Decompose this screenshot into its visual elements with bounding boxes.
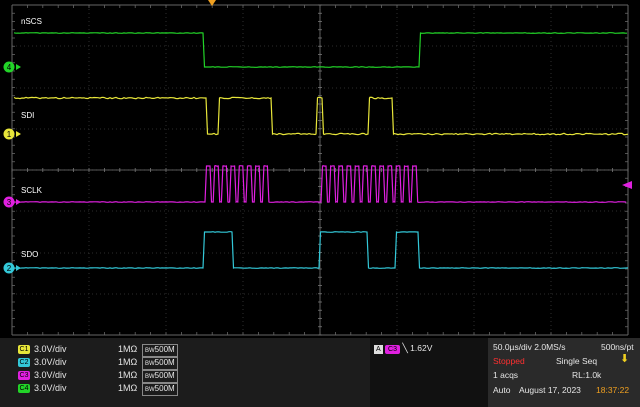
- down-arrow-icon[interactable]: ⬇: [620, 353, 630, 365]
- channel-badge: C4: [18, 384, 30, 394]
- waveform-label-sdo: SDO: [21, 250, 38, 259]
- volts-per-div: 3.0V/div: [34, 357, 67, 367]
- channel-row-c2[interactable]: C2 3.0V/div 1MΩ BW500M: [18, 356, 178, 370]
- waveform-sdi: SDI 1: [3, 96, 629, 140]
- input-impedance: 1MΩ: [118, 383, 138, 393]
- svg-text:1: 1: [7, 130, 12, 139]
- time: 18:37:22: [596, 385, 630, 395]
- channel-row-c1[interactable]: C1 3.0V/div 1MΩ BW500M: [18, 343, 178, 357]
- timebase: 50.0µs/div 2.0MS/s: [493, 342, 566, 352]
- record-length: RL:1.0k: [572, 370, 602, 380]
- channel-badge: C3: [18, 371, 30, 381]
- channel-row-c4[interactable]: C4 3.0V/div 1MΩ BW500M: [18, 382, 178, 396]
- trigger-settings-panel[interactable]: A C3 ╲ 1.62V: [370, 338, 488, 407]
- scope-display[interactable]: nSCS 4 SDI 1 SCLK 3 SDO 2: [0, 0, 640, 338]
- waveform-label-nscs: nSCS: [21, 17, 42, 26]
- bandwidth-limit: BW500M: [142, 357, 178, 370]
- bandwidth-limit: BW500M: [142, 383, 178, 396]
- acquisition-state: Stopped: [493, 356, 525, 366]
- input-impedance: 1MΩ: [118, 357, 138, 367]
- date: August 17, 2023: [519, 385, 581, 395]
- trigger-level-marker[interactable]: [622, 181, 632, 189]
- channel-2-marker[interactable]: 2: [3, 262, 22, 274]
- trigger-mode: Auto: [493, 385, 511, 395]
- bandwidth-limit: BW500M: [142, 370, 178, 383]
- volts-per-div: 3.0V/div: [34, 370, 67, 380]
- channel-1-marker[interactable]: 1: [3, 128, 22, 140]
- waveform-label-sdi: SDI: [21, 111, 34, 120]
- input-impedance: 1MΩ: [118, 344, 138, 354]
- bandwidth-limit: BW500M: [142, 344, 178, 357]
- waveform-label-sclk: SCLK: [21, 186, 43, 195]
- time-resolution: 500ns/pt: [601, 342, 634, 352]
- channel-badge: C1: [18, 345, 30, 355]
- waveform-sclk: SCLK 3: [3, 164, 627, 208]
- channel-3-marker[interactable]: 3: [3, 196, 22, 208]
- trigger-level: 1.62V: [410, 343, 433, 353]
- input-impedance: 1MΩ: [118, 370, 138, 380]
- volts-per-div: 3.0V/div: [34, 383, 67, 393]
- trigger-position-marker[interactable]: [208, 0, 216, 6]
- svg-text:2: 2: [7, 264, 12, 273]
- svg-text:3: 3: [7, 198, 12, 207]
- falling-edge-icon: ╲: [402, 343, 408, 353]
- volts-per-div: 3.0V/div: [34, 344, 67, 354]
- waveform-sdo: SDO 2: [3, 231, 629, 274]
- acquisition-panel[interactable]: 50.0µs/div 2.0MS/s 500ns/pt Stopped Sing…: [488, 338, 640, 407]
- trigger-source-badge: C3: [385, 345, 400, 354]
- channel-badge: C2: [18, 358, 30, 368]
- acquisition-count: 1 acqs: [493, 370, 519, 380]
- channel-4-marker[interactable]: 4: [3, 61, 22, 73]
- channel-settings-panel: C1 3.0V/div 1MΩ BW500M C2 3.0V/div 1MΩ BW5…: [0, 338, 370, 407]
- trigger-mode-badge: A: [374, 345, 383, 354]
- sequence-mode: Single Seq: [556, 356, 598, 366]
- channel-row-c3[interactable]: C3 3.0V/div 1MΩ BW500M: [18, 369, 178, 383]
- waveform-nscs: nSCS 4: [3, 17, 628, 73]
- svg-text:4: 4: [7, 63, 12, 72]
